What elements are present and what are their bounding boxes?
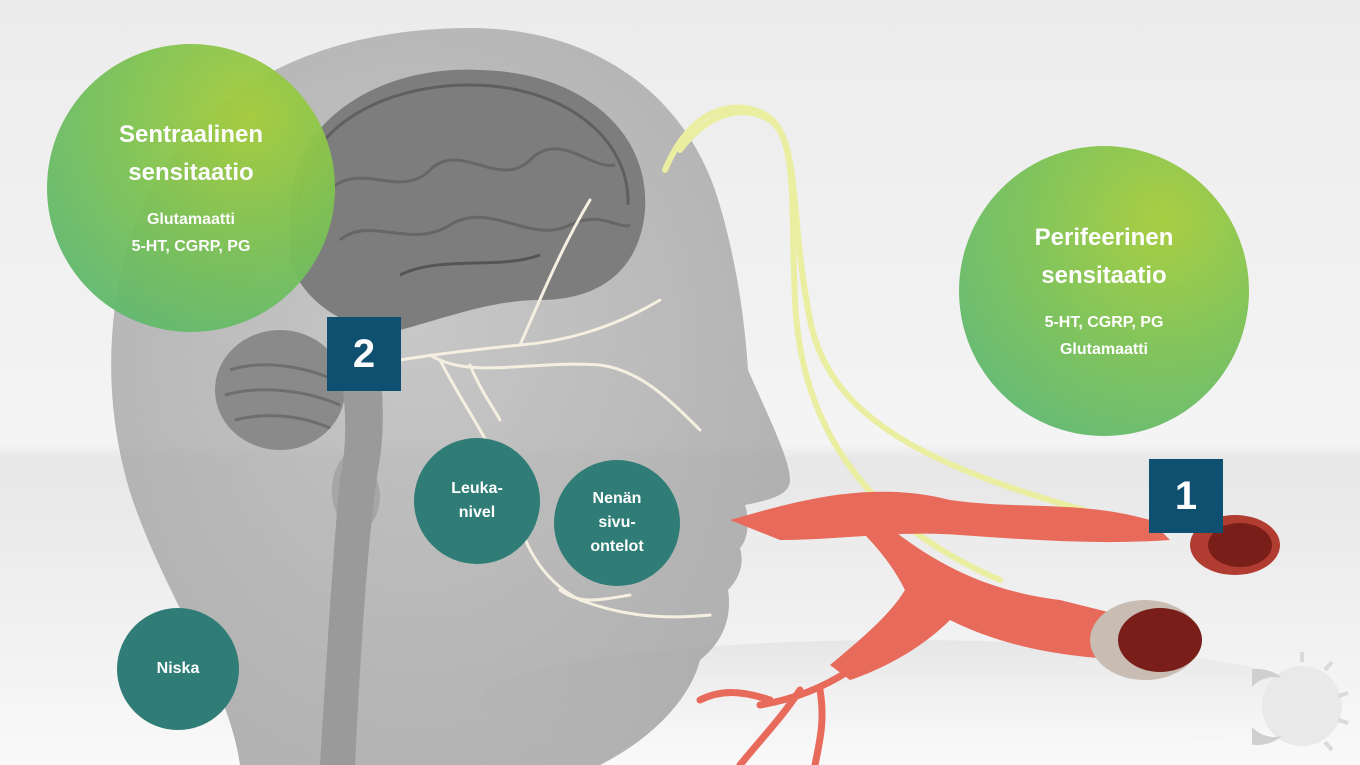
central-sensitization-bubble: Sentraalinen sensitaatio Glutamaatti 5-H… xyxy=(47,44,335,332)
central-sub-line2: 5-HT, CGRP, PG xyxy=(132,233,251,260)
central-title-line1: Sentraalinen xyxy=(119,116,263,154)
sinus-line3: ontelot xyxy=(590,535,643,559)
jaw-line2: nivel xyxy=(459,501,495,525)
sinus-line2: sivu- xyxy=(598,511,635,535)
marker-peripheral-number: 1 xyxy=(1149,459,1223,533)
jaw-joint-bubble: Leuka- nivel xyxy=(414,438,540,564)
central-title-line2: sensitaatio xyxy=(128,154,253,192)
peripheral-title-line1: Perifeerinen xyxy=(1035,219,1174,257)
peripheral-mediators: 5-HT, CGRP, PG Glutamaatti xyxy=(1045,309,1164,363)
sinus-line1: Nenän xyxy=(593,487,642,511)
neck-label: Niska xyxy=(157,657,200,681)
sinus-bubble: Nenän sivu- ontelot xyxy=(554,460,680,586)
sun-moon-logo-icon xyxy=(1252,648,1352,758)
marker-central-number: 2 xyxy=(327,317,401,391)
peripheral-title-line2: sensitaatio xyxy=(1041,257,1166,295)
peripheral-sensitization-bubble: Perifeerinen sensitaatio 5-HT, CGRP, PG … xyxy=(959,146,1249,436)
jaw-line1: Leuka- xyxy=(451,477,503,501)
peripheral-sub-line2: Glutamaatti xyxy=(1045,336,1164,363)
neck-bubble: Niska xyxy=(117,608,239,730)
peripheral-sub-line1: 5-HT, CGRP, PG xyxy=(1045,309,1164,336)
central-mediators: Glutamaatti 5-HT, CGRP, PG xyxy=(132,206,251,260)
central-sub-line1: Glutamaatti xyxy=(132,206,251,233)
